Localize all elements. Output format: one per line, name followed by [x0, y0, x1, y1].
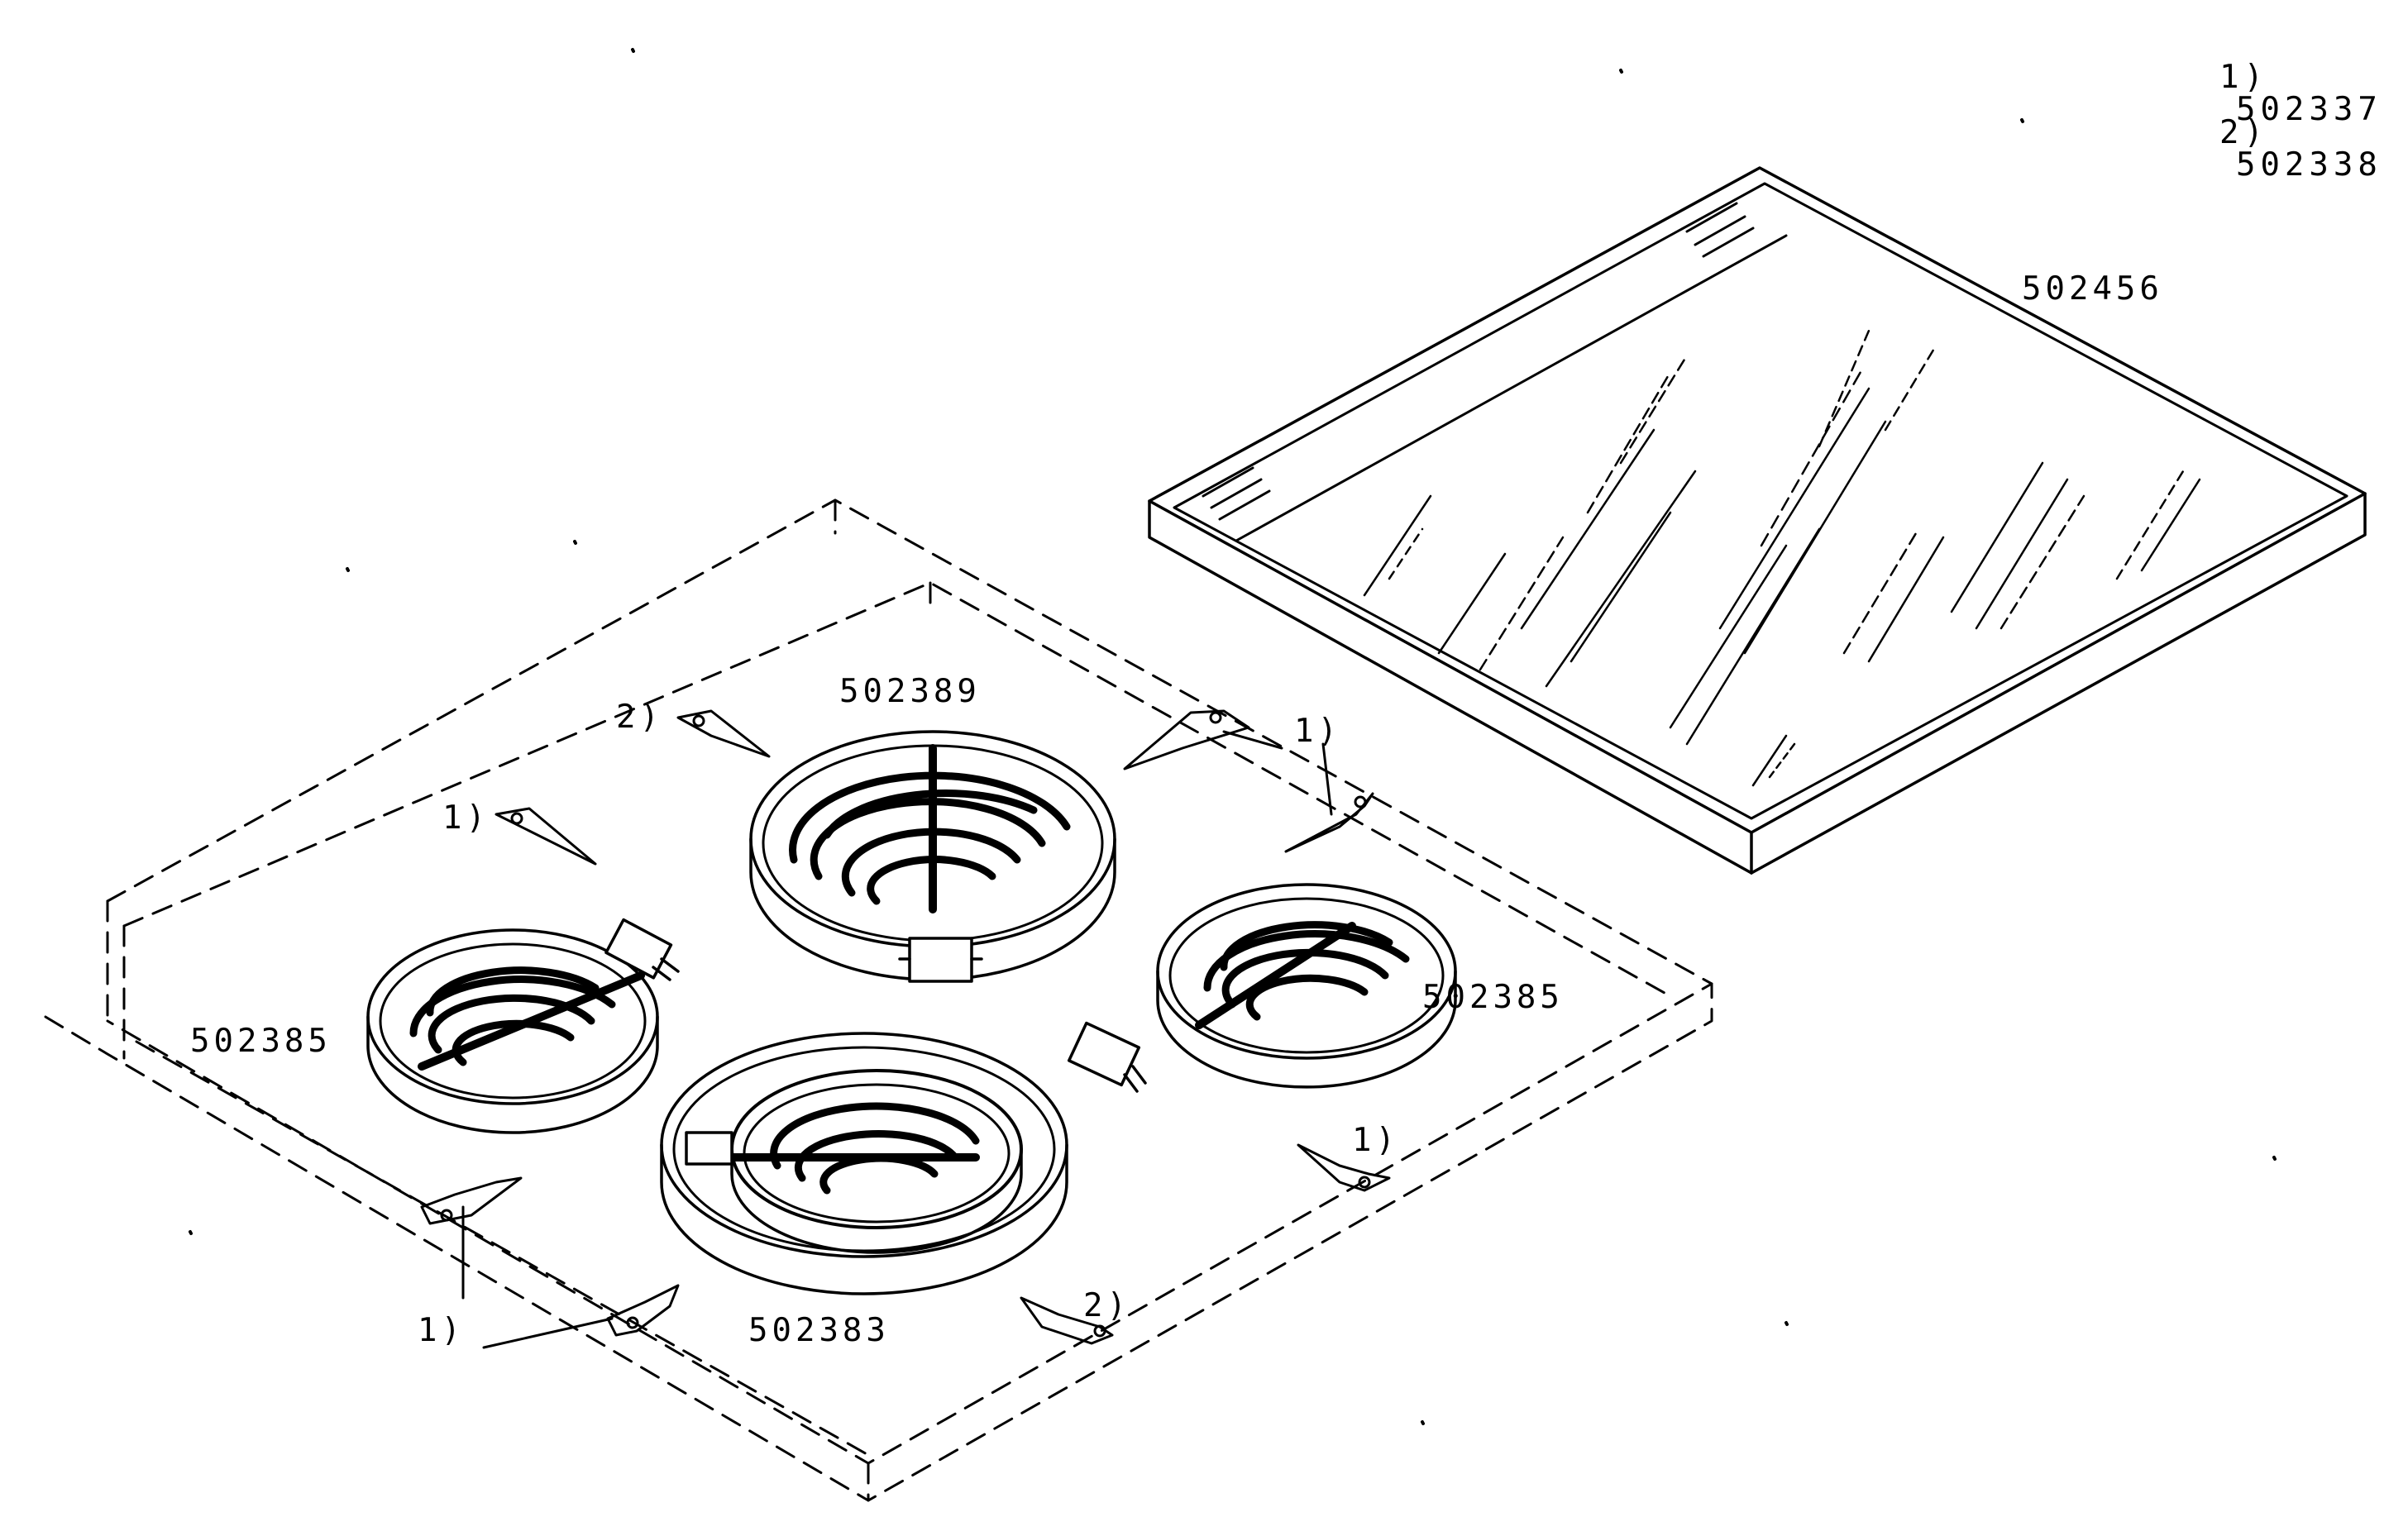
legend-marker: 1) [2219, 59, 2268, 96]
left-element-part-label: 502385 [190, 1023, 332, 1060]
left-burner-element [366, 918, 680, 1134]
legend-marker: 2) [2219, 114, 2268, 151]
front-element-part-label: 502383 [748, 1312, 890, 1349]
glass-top-panel [1148, 166, 2367, 875]
clip-callout: 2) [1083, 1287, 1130, 1324]
scan-specks [189, 48, 2277, 1425]
legend-row-2: 2) 502338 [2171, 84, 2382, 181]
clip-callout: 1) [442, 799, 490, 837]
legend-row-1: 1) 502337 [2171, 29, 2382, 126]
legend-part-number: 502337 [2235, 91, 2382, 128]
cooktop-frame-outline [44, 498, 1713, 1502]
clip-callout: 2) [616, 699, 663, 736]
clip-callout: 1) [418, 1312, 465, 1349]
rear-element-part-label: 502389 [839, 673, 981, 710]
glass-top-part-label: 502456 [2022, 270, 2163, 308]
right-burner-element [1067, 883, 1457, 1093]
mounting-clips [420, 709, 1391, 1349]
right-element-part-label: 502385 [1422, 979, 1564, 1016]
clip-callout: 1) [1352, 1122, 1399, 1159]
clip-callout: 1) [1294, 713, 1341, 750]
front-burner-element [660, 1032, 1068, 1295]
rear-burner-element [749, 730, 1116, 983]
legend-part-number: 502338 [2235, 146, 2382, 184]
